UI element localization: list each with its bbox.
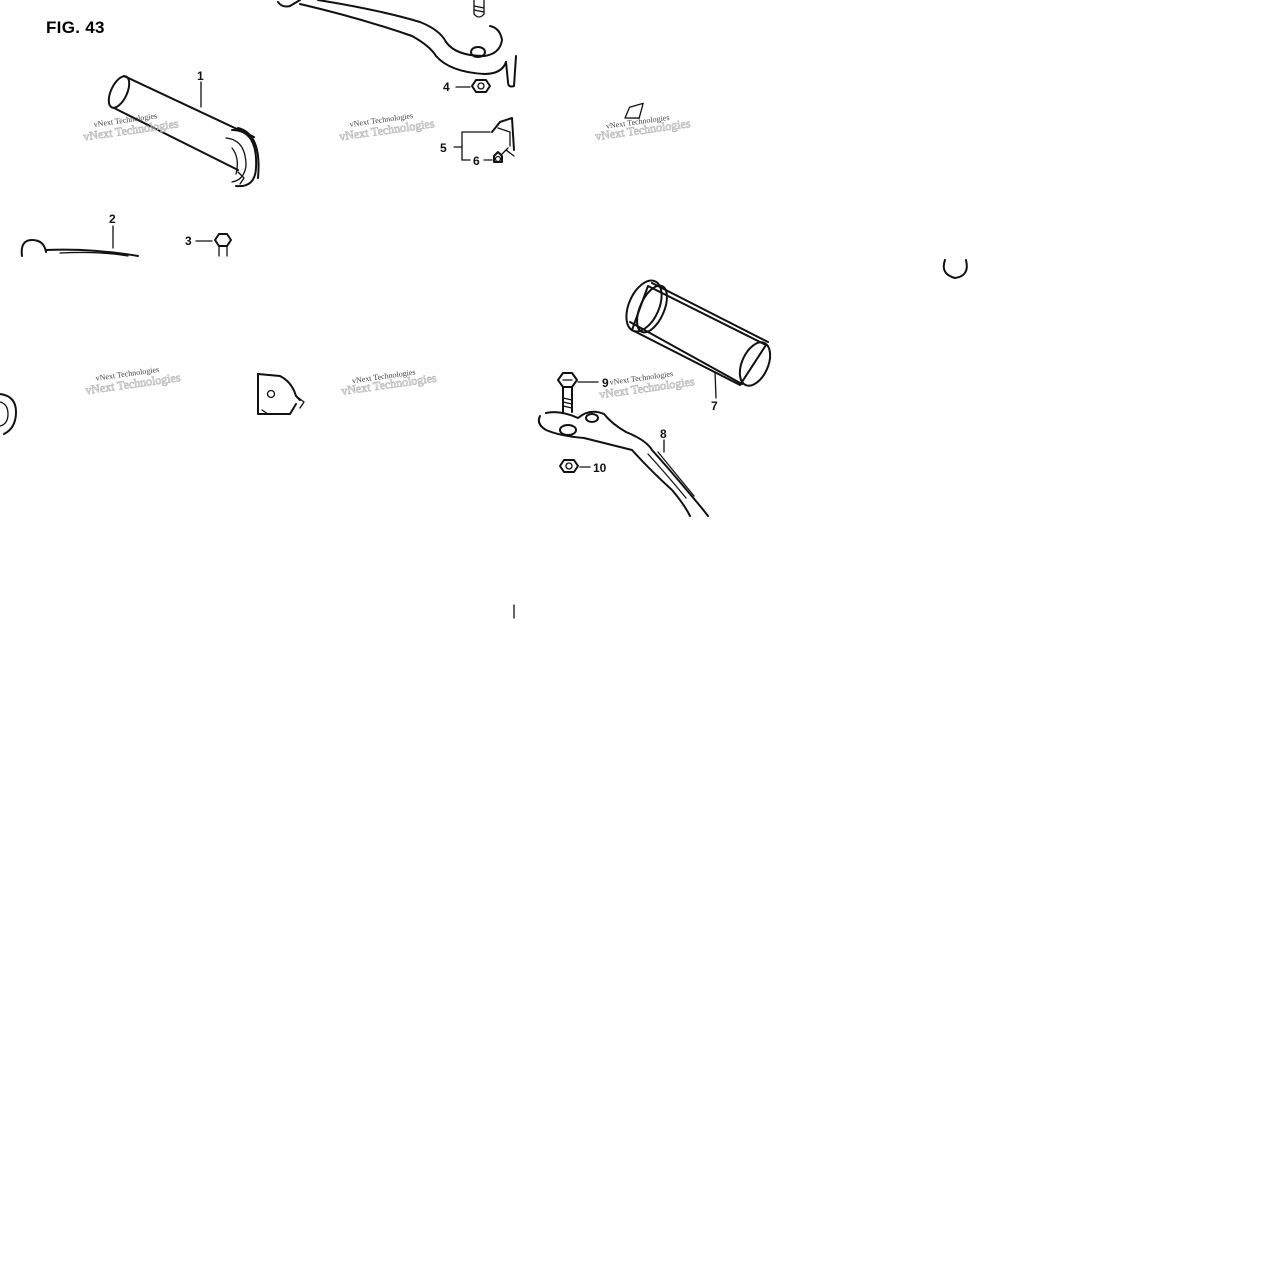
part-7-handle-grip bbox=[625, 279, 772, 387]
callout-5: 5 bbox=[440, 141, 447, 155]
part-top-lever bbox=[277, 0, 517, 88]
callout-2: 2 bbox=[109, 212, 116, 226]
watermark-4: vNext Technologies vNext Technologies bbox=[84, 365, 182, 398]
watermark-1: vNext Technologies vNext Technologies bbox=[82, 111, 180, 144]
callout-4: 4 bbox=[443, 80, 450, 94]
callout-9: 9 bbox=[602, 376, 609, 390]
part-switch-fragment bbox=[257, 373, 305, 415]
part-10-nut bbox=[559, 459, 579, 473]
part-6-screw bbox=[493, 147, 509, 163]
part-8-lever bbox=[537, 410, 709, 517]
figure-title: FIG. 43 bbox=[46, 18, 105, 37]
part-3-bolt bbox=[214, 233, 232, 257]
part-2-lever bbox=[20, 239, 139, 257]
watermark-2: vNext Technologies vNext Technologies bbox=[338, 111, 436, 144]
callout-6: 6 bbox=[473, 154, 480, 168]
callout-10: 10 bbox=[593, 461, 607, 475]
callout-3: 3 bbox=[185, 234, 192, 248]
leader-7 bbox=[714, 371, 717, 399]
callout-7: 7 bbox=[711, 399, 718, 413]
watermark-5: vNext Technologies vNext Technologies bbox=[340, 367, 438, 398]
watermark-3: vNext Technologies vNext Technologies bbox=[594, 102, 692, 144]
part-9-pivot-bolt bbox=[557, 372, 578, 413]
callout-8: 8 bbox=[660, 427, 667, 441]
watermark-6: vNext Technologies vNext Technologies bbox=[598, 369, 696, 402]
part-ring-fragment bbox=[942, 259, 968, 279]
part-1-handle-grip bbox=[107, 75, 260, 188]
callout-1: 1 bbox=[197, 69, 204, 83]
part-5-switch-assembly bbox=[491, 117, 515, 157]
part-left-edge-fragment bbox=[0, 393, 17, 435]
leader-5 bbox=[453, 131, 491, 161]
part-4-nut bbox=[471, 79, 491, 93]
